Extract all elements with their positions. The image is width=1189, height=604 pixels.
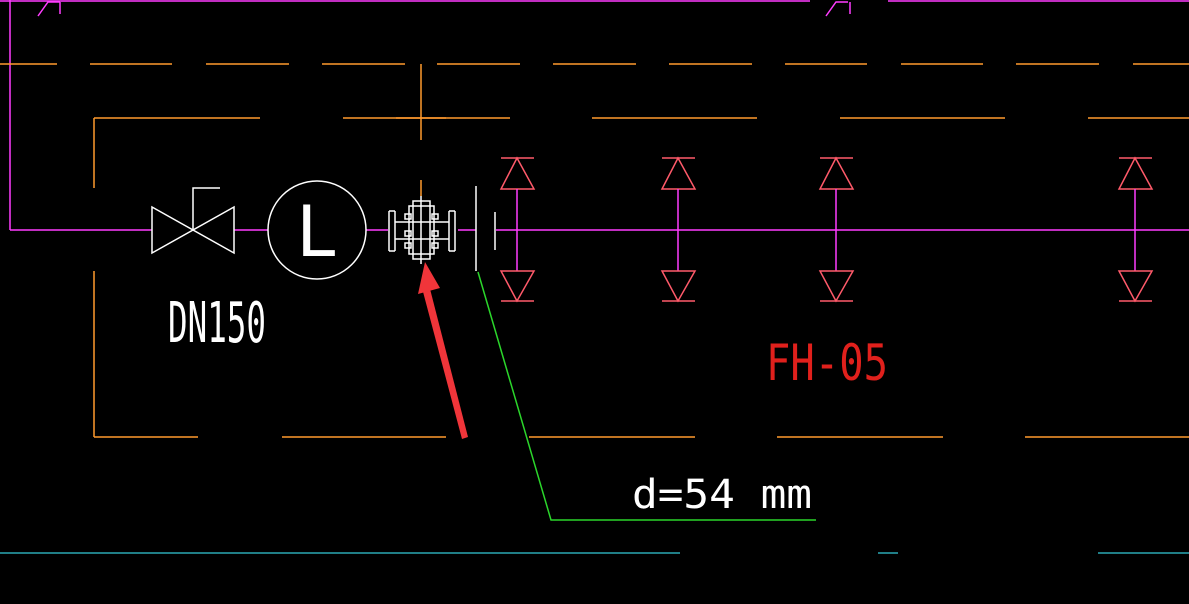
nozzle-group (499, 156, 1154, 303)
flow-meter-circle-icon: L (267, 180, 367, 280)
callout-arrow-icon (418, 262, 468, 439)
end-flange-icon (475, 186, 496, 271)
top-pipe-lines (0, 0, 1189, 230)
meter-letter: L (296, 191, 338, 273)
spray-nozzle-icon (818, 156, 855, 303)
spray-nozzle-icon (660, 156, 697, 303)
orange-crosshair (396, 64, 446, 196)
spray-nozzle-icon (1117, 156, 1154, 303)
equipment-tag: FH-05 (766, 334, 888, 392)
leader-line (477, 271, 816, 521)
gate-valve-icon (151, 187, 235, 255)
flanged-coupling-icon (388, 196, 456, 264)
spray-nozzle-icon (499, 156, 536, 303)
leader-annotation: d=54 mm (632, 472, 812, 518)
pipe-size-label: DN150 (168, 291, 266, 356)
orange-boundary-box (93, 117, 1189, 438)
